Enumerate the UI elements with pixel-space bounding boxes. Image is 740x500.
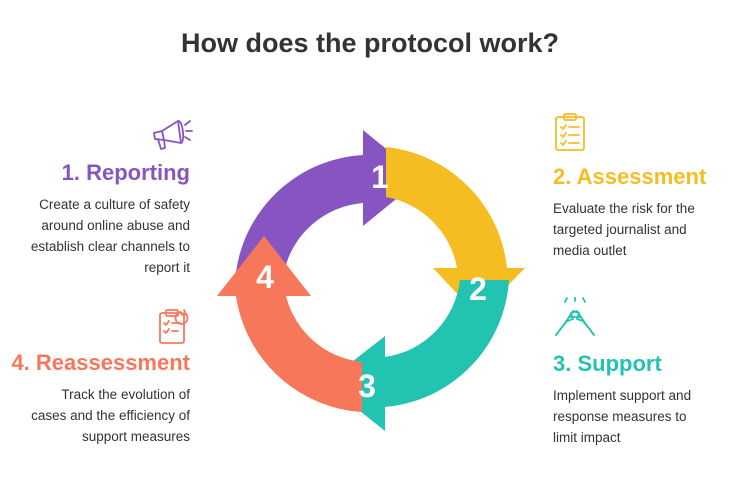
step-description-reporting: Create a culture of safety around online… (10, 194, 190, 278)
step-description-reassessment: Track the evolution of cases and the eff… (0, 384, 190, 447)
step-heading-reassessment: 4. Reassessment (11, 350, 190, 375)
description-line: Create a culture of safety (39, 197, 190, 212)
description-line: Track the evolution of (61, 387, 190, 402)
cycle-arrow-reporting (236, 130, 422, 272)
description-line: targeted journalist and (553, 222, 687, 237)
step-description-assessment: Evaluate the risk for the targeted journ… (553, 198, 733, 261)
description-line: response measures to (553, 409, 687, 424)
description-line: limit impact (553, 430, 621, 445)
page-title: How does the protocol work? (180, 28, 559, 58)
step-heading-reporting: 1. Reporting (61, 160, 190, 185)
step-heading-assessment: 2. Assessment (553, 164, 707, 189)
description-line: media outlet (553, 243, 627, 258)
clipboard-checklist-icon (555, 113, 585, 151)
megaphone-icon (153, 120, 193, 150)
description-line: around online abuse and (41, 218, 190, 233)
description-line: report it (144, 260, 190, 275)
checklist-refresh-icon (159, 309, 189, 344)
description-line: establish clear channels to (30, 239, 190, 254)
step-number-2: 2 (469, 271, 487, 307)
description-line: support measures (81, 429, 190, 444)
step-description-support: Implement support and response measures … (553, 385, 733, 448)
description-line: Evaluate the risk for the (553, 201, 695, 216)
step-number-4: 4 (256, 259, 274, 295)
step-number-1: 1 (371, 159, 389, 195)
step-heading-support: 3. Support (553, 351, 662, 376)
description-line: Implement support and (553, 388, 692, 403)
cycle-arrow-support (325, 280, 509, 431)
description-line: cases and the efficiency of (31, 408, 190, 423)
cycle-arrow-reassessment (217, 236, 362, 412)
handshake-icon (555, 297, 595, 336)
cycle-arrow-assessment (386, 147, 525, 316)
step-number-3: 3 (358, 368, 376, 404)
